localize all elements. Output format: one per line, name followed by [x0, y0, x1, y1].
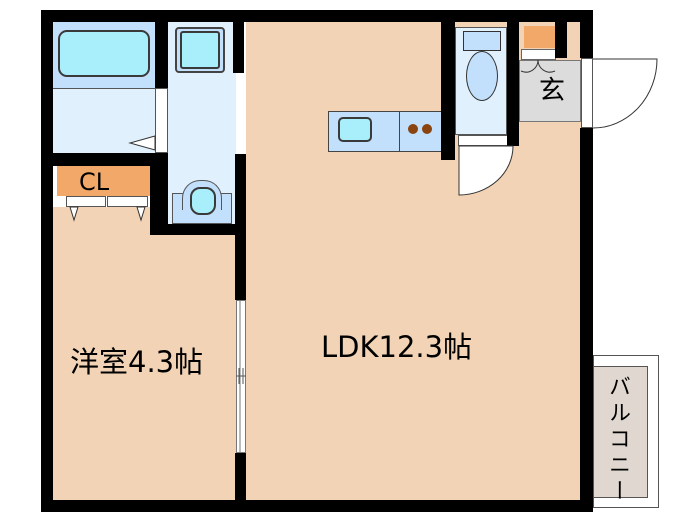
washing-machine-pan-inner — [180, 31, 220, 69]
entrance-door-frame[interactable] — [581, 58, 593, 128]
sink — [338, 117, 372, 142]
stove-burner-right — [422, 124, 432, 134]
ldk-label: LDK12.3帖 — [321, 330, 473, 364]
bathroom-door[interactable] — [155, 88, 168, 153]
wall-washroom-left-lower — [150, 153, 168, 235]
wall-bath-washroom — [155, 22, 168, 88]
toilet-tank — [463, 31, 501, 51]
stove-burner-left — [408, 124, 418, 134]
western-room-floor — [53, 207, 237, 501]
entrance-label: 玄 — [539, 76, 566, 106]
washroom-toilet-bowl — [190, 187, 216, 215]
balcony-label: バルコニー — [605, 375, 630, 505]
toilet-door-swing-icon — [458, 145, 514, 196]
wall-washroom-ldk-upper — [233, 22, 244, 73]
wall-top — [41, 10, 593, 22]
closet-door-right[interactable] — [107, 196, 148, 207]
shoebox-door-arcs-icon — [520, 59, 556, 73]
entrance-strip — [567, 22, 580, 58]
closet-door-arrow-left-icon — [69, 206, 79, 222]
entrance — [519, 60, 581, 122]
wall-shoebox-pillar — [555, 22, 567, 58]
closet-label: CL — [79, 168, 110, 196]
bathtub — [58, 30, 150, 77]
wall-bottom — [41, 500, 593, 512]
wall-toilet-right — [507, 22, 519, 146]
closet-door-left[interactable] — [66, 196, 106, 207]
kitchen-counter-divider — [399, 112, 400, 151]
wall-right-lower — [580, 128, 593, 512]
bath-door-arrow-icon — [128, 135, 156, 151]
wall-western-ldk-lower — [235, 453, 246, 503]
balcony — [593, 366, 648, 498]
shoe-box — [524, 26, 555, 48]
western-room-label: 洋室4.3帖 — [70, 345, 204, 379]
toilet-bowl — [466, 51, 498, 101]
closet — [57, 166, 150, 196]
entrance-door-swing-icon — [592, 58, 658, 129]
wall-bath-bottom — [41, 153, 168, 166]
wall-washroom-bottom — [150, 224, 246, 235]
wall-toilet-left — [441, 22, 455, 160]
wall-left — [41, 10, 53, 512]
closet-door-arrow-right-icon — [136, 206, 146, 222]
wall-western-ldk-upper — [235, 154, 246, 300]
wall-right-upper — [580, 10, 593, 58]
